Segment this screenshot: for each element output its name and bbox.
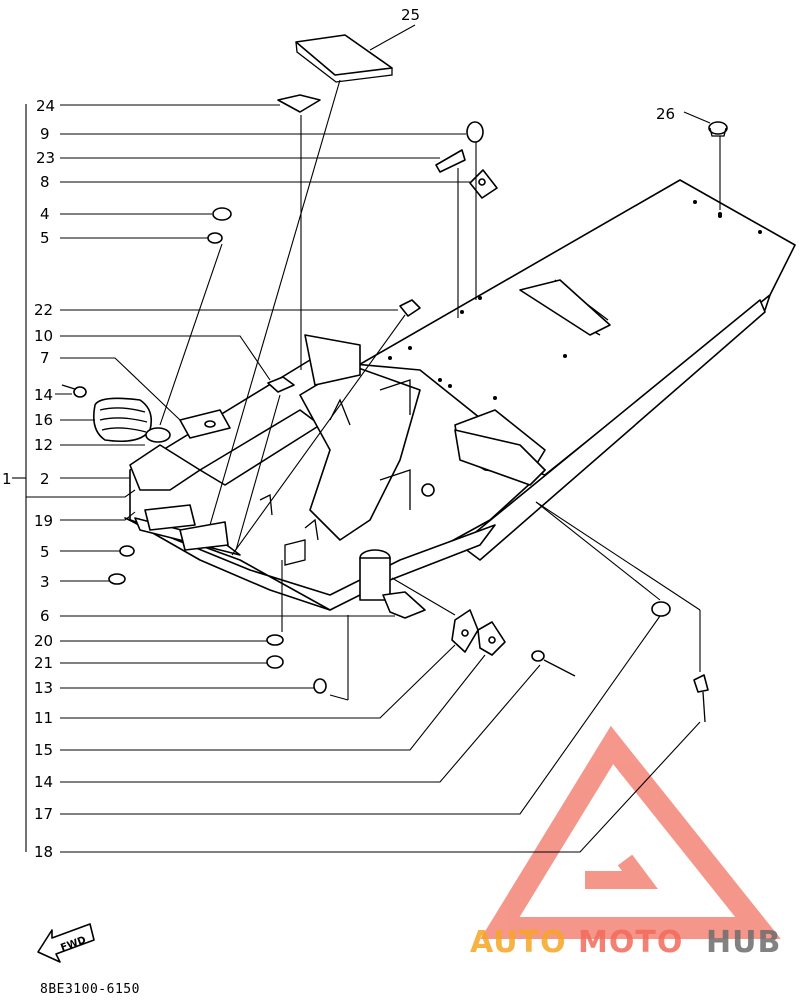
bracket-23: [435, 149, 466, 173]
callout-20: 20: [34, 632, 53, 650]
callout-13: 13: [34, 679, 53, 697]
pad-22: [399, 299, 421, 317]
flap-24: [277, 94, 321, 113]
callout-bracket: [12, 104, 27, 852]
watermark-auto: AUTO: [470, 925, 567, 960]
callout-14b: 14: [34, 773, 53, 791]
watermark-moto: MOTO: [578, 925, 683, 960]
bush-5: [207, 232, 223, 244]
ring-13: [313, 678, 327, 694]
cap-9: [466, 121, 484, 143]
callout-18: 18: [34, 843, 53, 861]
callout-9: 9: [40, 125, 50, 143]
callout-22: 22: [34, 301, 53, 319]
callout-5: 5: [40, 229, 50, 247]
callout-10: 10: [34, 327, 53, 345]
callout-5b: 5: [40, 543, 50, 561]
callout-3: 3: [40, 573, 50, 591]
mount-11-15: [451, 609, 506, 656]
callout-23: 23: [36, 149, 55, 167]
callout-26: 26: [656, 105, 675, 123]
callout-12: 12: [34, 436, 53, 454]
bolt-14: [61, 384, 87, 398]
callout-16: 16: [34, 411, 53, 429]
nut-21: [266, 655, 284, 669]
callout-11: 11: [34, 709, 53, 727]
callout-24: 24: [36, 97, 55, 115]
callout-8: 8: [40, 173, 50, 191]
callout-14: 14: [34, 386, 53, 404]
cap-17: [651, 601, 671, 617]
plate-7: [179, 409, 231, 439]
callout-7: 7: [40, 349, 50, 367]
rear-frame-assembly: [124, 179, 796, 619]
bush-5b: [119, 545, 135, 557]
callout-labels: 25 26 1 24 9 23 8 4 5 22 10 7 14 16 12 2…: [2, 6, 675, 861]
callout-17: 17: [34, 805, 53, 823]
callout-19: 19: [34, 512, 53, 530]
mount-8: [469, 169, 498, 199]
callout-2: 2: [40, 470, 50, 488]
pad-10: [267, 376, 295, 393]
callout-15: 15: [34, 741, 53, 759]
rivet-18: [693, 674, 709, 723]
callout-25: 25: [401, 6, 420, 24]
pad-25: [295, 34, 393, 83]
watermark-logo-icon: [480, 725, 781, 939]
nut-4: [212, 207, 232, 221]
watermark-text: AUTO MOTO HUB: [470, 925, 781, 960]
plug-26: [708, 121, 728, 137]
callout-4: 4: [40, 205, 50, 223]
watermark-hub: HUB: [706, 925, 781, 960]
callout-21: 21: [34, 654, 53, 672]
diagram-part-code: 8BE3100-6150: [40, 982, 140, 997]
bush-3: [108, 573, 126, 585]
fwd-arrow-icon: FWD: [37, 923, 95, 963]
boot-16-12: [92, 397, 171, 443]
bolt-14b: [531, 650, 576, 677]
callout-group-1: 1: [2, 470, 12, 488]
callout-6: 6: [40, 607, 50, 625]
washer-20: [266, 634, 284, 646]
leader-lines: [26, 24, 721, 853]
